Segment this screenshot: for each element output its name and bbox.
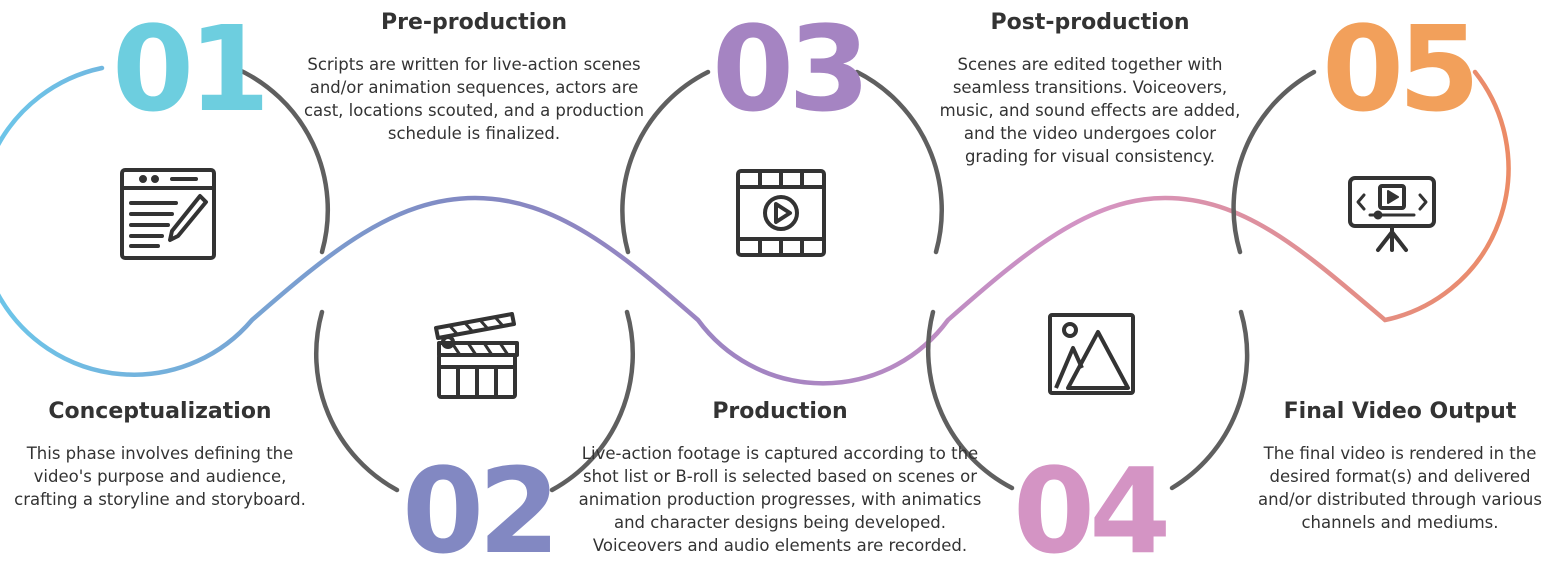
circle-3-outline-left <box>620 69 711 255</box>
step-title-post-production: Post-production <box>990 10 1190 35</box>
step-description-conceptualization: This phase involves defining the video's… <box>14 444 306 509</box>
circle-4-outline-left <box>925 309 1015 491</box>
step-title-conceptualization: Conceptualization <box>48 399 272 424</box>
circle-5-outline <box>1231 69 1317 255</box>
process-wave-line <box>0 65 1511 386</box>
circle-2-outline-right <box>549 309 636 493</box>
step-description-post-production: Scenes are edited together with seamless… <box>939 55 1241 166</box>
circle-1-outline <box>232 65 331 255</box>
circle-3-outline-right <box>854 69 944 255</box>
step-number-03: 03 <box>712 0 870 138</box>
step-number-01: 01 <box>112 0 270 138</box>
presentation-screen-icon <box>1348 176 1436 252</box>
circle-4-outline-right <box>1169 309 1250 491</box>
step-description-final-video-output: The final video is rendered in the desir… <box>1258 444 1542 532</box>
step-description-production: Live-action footage is captured accordin… <box>578 444 982 555</box>
film-play-icon <box>736 169 826 257</box>
circle-2-outline <box>313 309 400 493</box>
step-number-02: 02 <box>402 442 560 580</box>
step-title-pre-production: Pre-production <box>380 10 568 35</box>
step-title-production: Production <box>712 399 848 424</box>
image-icon <box>1048 313 1135 395</box>
step-number-04: 04 <box>1013 442 1171 580</box>
step-title-final-video-output: Final Video Output <box>1283 399 1517 424</box>
clapperboard-icon <box>434 312 519 399</box>
step-number-05: 05 <box>1322 0 1480 138</box>
step-description-pre-production: Scripts are written for live-action scen… <box>303 55 645 143</box>
storyboard-writing-icon <box>120 168 216 260</box>
